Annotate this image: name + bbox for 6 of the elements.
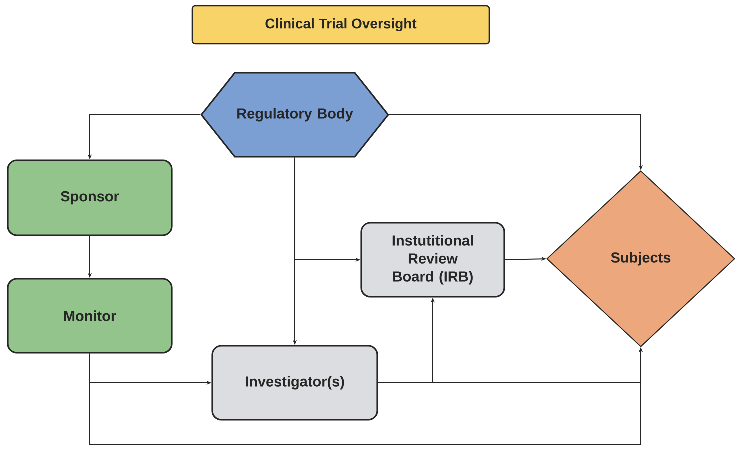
hexagon-node: Regulatory Body: [200, 72, 390, 158]
process-box: Instutitional Review Board (IRB): [360, 222, 506, 298]
title-box: Clinical Trial Oversight: [192, 5, 490, 45]
process-box: Investigator(s): [212, 345, 378, 421]
process-box: Monitor: [7, 278, 173, 354]
process-box: Sponsor: [7, 160, 173, 236]
